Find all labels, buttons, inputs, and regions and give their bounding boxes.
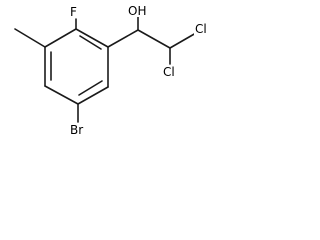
methyl-bond <box>14 28 46 48</box>
ring-bond <box>44 28 77 48</box>
ring-bond <box>77 86 109 105</box>
ring-bond <box>75 28 109 48</box>
chlorine-bottom-label: Cl <box>162 65 176 79</box>
molecule-structure: F OH Cl Cl Br <box>14 4 208 137</box>
ring-double-bond <box>78 80 103 96</box>
side-chain-bond <box>107 29 139 48</box>
bromine-label: Br <box>69 123 85 137</box>
chain-cc-bond <box>137 29 171 49</box>
hydroxyl-label: OH <box>127 4 148 18</box>
ring-bond <box>44 85 79 105</box>
chlorine-top-bond <box>169 32 197 49</box>
chlorine-top-label: Cl <box>194 22 208 36</box>
ring-double-bond <box>79 35 102 50</box>
fluorine-label: F <box>69 5 78 19</box>
bond-skeleton <box>14 16 197 123</box>
